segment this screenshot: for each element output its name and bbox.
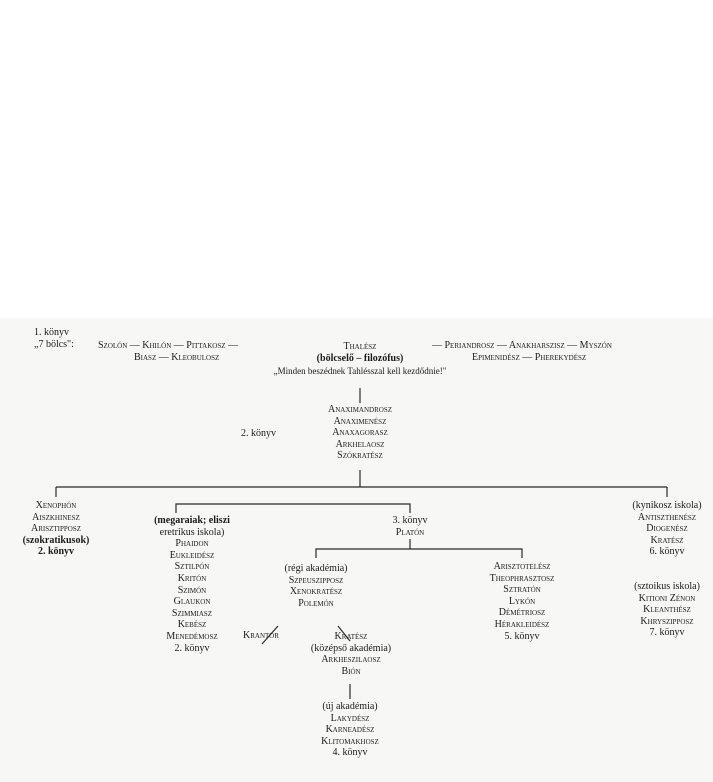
node-antiszthenesz: Antiszthenész — [637, 511, 697, 523]
node-kebesz: Kebész — [177, 619, 207, 631]
middle-academy-group: Kratész (középső akadémia) Arkheszilaosz… — [311, 631, 391, 677]
node-kratesz-cynic: Kratész — [650, 534, 684, 546]
new-academy-group: (új akadémia) Lakydész Karneadész Klitom… — [321, 701, 379, 759]
node-szimmiasz: Szimmiasz — [171, 607, 213, 619]
book-ref-megarians: 2. könyv — [174, 642, 210, 654]
node-zenon: Kitioni Zénon — [638, 592, 696, 604]
line-polemon-to-kratesz — [337, 625, 351, 642]
node-menedemosz: Menedémosz — [166, 630, 218, 642]
node-arkheszilaosz: Arkheszilaosz — [321, 654, 381, 666]
old-academy-group: (régi akadémia) Szpeuszipposz Xenokratés… — [284, 563, 347, 609]
book-ref-aristotle: 5. könyv — [504, 630, 540, 642]
node-arisztipposz: Arisztipposz — [30, 523, 81, 535]
node-sztraton: Sztratón — [503, 584, 541, 596]
seven-wise-left-row2: Biasz — Kleobulosz — [134, 352, 220, 363]
line-plato-branch — [315, 548, 523, 558]
node-aiszkhinesz: Aiszkhinesz — [32, 511, 80, 523]
node-lykon: Lykón — [508, 595, 536, 607]
aristotle-group: Arisztotelész Theophrasztosz Sztratón Ly… — [490, 561, 555, 642]
book2-label: 2. könyv — [241, 428, 276, 439]
thales-name: Thalész — [343, 341, 377, 352]
book-ref-new-academy: 4. könyv — [332, 747, 368, 759]
group-label-stoics: (sztoikus iskola) — [634, 581, 700, 592]
line-polemon-to-krantor — [261, 625, 279, 645]
node-arisztotelesz: Arisztotelész — [493, 561, 551, 572]
group-label-middle-academy: (középső akadémia) — [310, 642, 392, 654]
ionian-chain: Anaximandrosz Anaximenész Anaxagorasz Ar… — [328, 404, 392, 462]
node-demetriosz: Démétriosz — [498, 607, 546, 619]
book-ref-plato: 3. könyv — [392, 515, 428, 526]
book-ref-stoics: 7. könyv — [649, 627, 685, 639]
seven-wise-left-row1: Szolón — Khilón — Pittakosz — — [98, 340, 238, 351]
node-polemon: Polemón — [298, 597, 334, 609]
book-ref-cynics: 6. könyv — [649, 546, 685, 558]
book-ref-socratics: 2. könyv — [37, 546, 75, 558]
node-platon: Platón — [395, 526, 425, 538]
node-xenokratesz: Xenokratész — [289, 586, 343, 598]
node-herakleidesz: Hérakleidész — [494, 618, 550, 630]
thales-quote: „Minden beszédnek Tahlésszal kell kezdőd… — [273, 366, 447, 376]
node-klitomakhosz: Klitomakhosz — [321, 735, 379, 747]
group-label-socratics: (szokratikusok) — [22, 534, 90, 546]
group-label-cynics: (kynikosz iskola) — [632, 500, 702, 511]
stoics-group: (sztoikus iskola) Kitioni Zénon Kleanthé… — [634, 581, 700, 639]
node-eukleidesz: Eukleidész — [169, 549, 215, 561]
node-szokratesz: Szókratész — [337, 450, 383, 462]
seven-wise-label: „7 bölcs": — [34, 339, 74, 350]
node-arkhelaosz: Arkhelaosz — [335, 438, 385, 450]
seven-wise-right-row1: — Periandrosz — Anakharszisz — Myszón — [432, 340, 612, 351]
node-xenophon: Xenophón — [35, 500, 77, 511]
cynics-group: (kynikosz iskola) Antiszthenész Diogenés… — [632, 500, 701, 558]
node-krantor: Krantor — [243, 630, 279, 641]
node-anaxagorasz: Anaxagorasz — [332, 427, 388, 439]
group-label-old-academy: (régi akadémia) — [284, 563, 348, 574]
node-phaidon: Phaidon — [175, 538, 209, 550]
node-anaximandrosz: Anaximandrosz — [327, 404, 393, 415]
socratics-group: Xenophón Aiszkhinesz Arisztipposz (szokr… — [23, 500, 90, 558]
node-khryszipposz: Khryszipposz — [640, 615, 694, 627]
node-diogenesz: Diogenész — [646, 523, 688, 535]
node-lakydesz: Lakydész — [330, 712, 370, 724]
node-karneadesz: Karneadész — [325, 724, 375, 736]
node-theophrasztosz: Theophrasztosz — [489, 572, 555, 584]
node-kleanthesz: Kleanthész — [643, 604, 691, 616]
book1-label: 1. könyv — [34, 327, 69, 338]
node-anaximenesz: Anaximenész — [333, 415, 387, 427]
node-szpeuszipposz: Szpeuszipposz — [288, 574, 344, 586]
seven-wise-right-row2: Epimenidész — Pherekydész — [472, 352, 587, 363]
group-label-megarians-2: eretrikus iskola) — [159, 526, 225, 538]
node-szimon: Szimón — [177, 584, 207, 596]
line-to-megarians — [175, 503, 411, 513]
plato-group: 3. könyv Platón — [393, 515, 428, 538]
megarians-group: (megaraiak; eliszi eretrikus iskola) Pha… — [154, 515, 230, 654]
node-kriton: Kritón — [177, 572, 207, 584]
node-bion: Bión — [341, 665, 361, 677]
scanned-page-area — [0, 318, 713, 782]
node-kratesz-academy: Kratész — [334, 631, 368, 642]
group-label-new-academy: (új akadémia) — [322, 701, 378, 712]
node-sztilpon: Sztilpón — [174, 561, 210, 573]
node-glaukon: Glaukon — [173, 596, 211, 608]
group-label-megarians-1: (megaraiak; eliszi — [154, 515, 230, 526]
thales-title: (bölcselő – filozófus) — [316, 353, 404, 364]
